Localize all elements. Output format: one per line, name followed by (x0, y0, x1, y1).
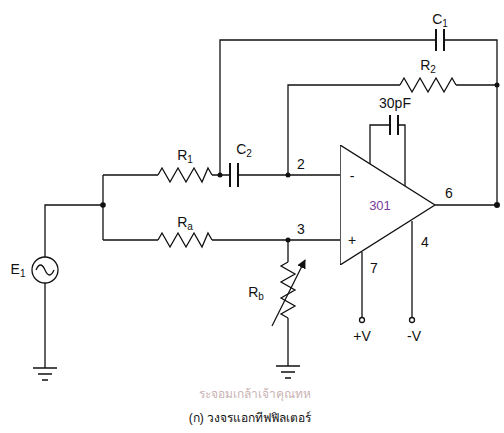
capacitor-symbol (230, 163, 238, 187)
op-amp-outline (340, 145, 435, 265)
figure-caption: (ก) วงจรแอกทีฟฟิลเตอร์ (189, 412, 311, 424)
resistor-symbol (158, 233, 212, 247)
component-label: 3 (297, 222, 305, 236)
ground-symbol (276, 366, 300, 378)
component-label: Ra (177, 215, 193, 232)
variable-resistor-symbol (281, 262, 295, 318)
variable-arrow (272, 260, 305, 326)
ra-branch-wire (103, 239, 340, 240)
component-label: C1 (432, 12, 448, 29)
component-label: 7 (370, 261, 378, 275)
component-label: 6 (445, 186, 453, 200)
part-number: 301 (369, 198, 391, 213)
supply-terminal (410, 318, 415, 323)
ac-source-symbol (32, 257, 58, 283)
resistor-symbol (400, 78, 456, 92)
resistor-symbol (158, 168, 212, 182)
watermark: ระจอมเกล้าเจ้าคุณทห (199, 388, 311, 400)
component-label: 4 (421, 235, 429, 249)
output-wire (435, 204, 497, 205)
component-label: C2 (236, 142, 252, 159)
source-wire (45, 175, 103, 368)
component-label: +V (353, 329, 371, 343)
component-label: R2 (420, 58, 436, 75)
component-label: 30pF (379, 96, 411, 110)
junction-dot (100, 202, 106, 208)
capacitor-symbol (390, 115, 398, 135)
component-label: Rb (248, 285, 264, 302)
r2-feedback-wire (288, 85, 497, 175)
component-label: R1 (177, 148, 193, 165)
junction-dot (495, 83, 500, 88)
component-label: + (348, 233, 356, 247)
component-label: - (350, 169, 355, 183)
output-terminal (494, 202, 500, 208)
ground-symbol (33, 368, 57, 380)
op-amp-node: 301 (340, 145, 435, 265)
capacitor-symbol (436, 29, 444, 51)
component-label: 2 (297, 157, 305, 171)
supply-terminal (360, 318, 365, 323)
component-label: E1 (11, 262, 26, 279)
component-label: -V (407, 329, 421, 343)
